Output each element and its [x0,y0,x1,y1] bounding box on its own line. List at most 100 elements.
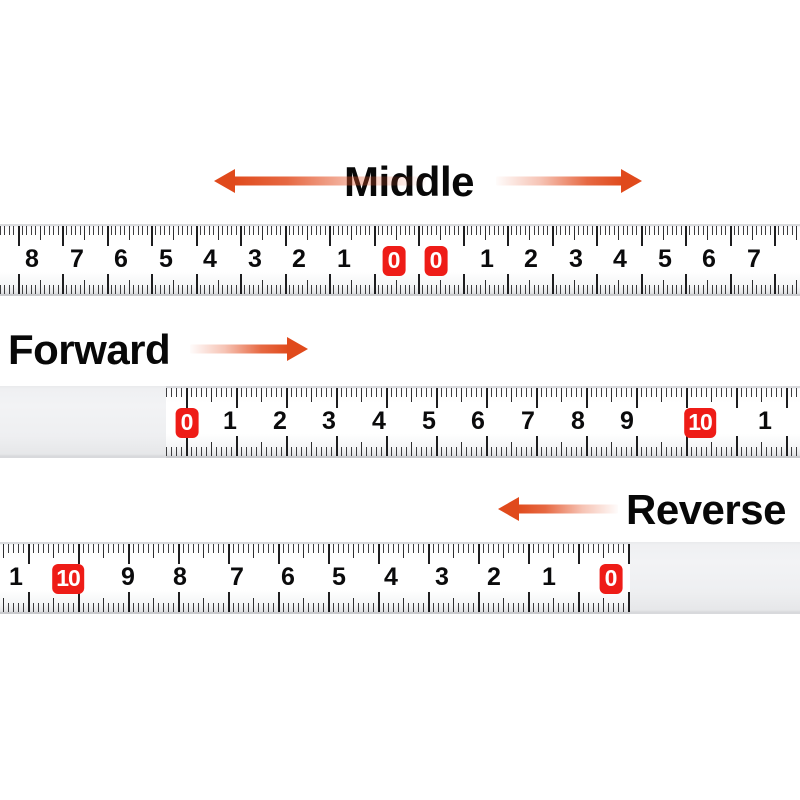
ruler-tick [662,280,664,294]
ruler-tick [511,442,512,456]
ruler-tick [542,226,544,235]
ruler-tick [556,388,557,397]
ruler-tick [108,544,109,553]
ruler-tick [257,226,259,235]
ruler-tick [491,388,492,397]
ruler-tick [551,388,552,397]
ruler-tick [462,226,465,246]
ruler-tick [333,226,335,235]
ruler-tick [406,388,407,397]
ruler-tick [449,226,451,235]
label-forward: Forward [8,326,171,373]
ruler-tick [318,603,319,612]
ruler-number: 7 [521,407,535,435]
ruler-tick [707,280,709,294]
arrow-middle-left-icon [214,169,426,193]
ruler-tick [226,388,227,397]
ruler-tick [341,388,342,397]
ruler-tick [360,285,362,294]
ruler-tick [329,226,331,246]
ruler-tick [721,447,722,456]
ruler-tick [188,603,189,612]
ruler-tick [382,226,384,235]
ruler-tick [138,544,139,553]
ruler-tick [226,226,228,235]
ruler-number: 4 [203,245,217,273]
ruler-tick [716,447,717,456]
ruler-tick [671,226,673,235]
ruler-tick [440,280,442,294]
ruler-tick [341,447,342,456]
ruler-tick [507,274,509,294]
ruler-tick [333,603,334,612]
ruler-tick [456,388,457,397]
ruler-tick [266,447,267,456]
ruler-tick [168,226,170,235]
ruler-tick [600,285,602,294]
ruler-tick [293,603,294,612]
ruler-tick [747,226,749,235]
ruler-tick [426,447,427,456]
ruler-number: 9 [620,407,634,435]
ruler-tick [711,388,712,402]
ruler-tick [621,388,622,397]
ruler-tick [588,544,589,553]
ruler-tick [781,447,782,456]
ruler-tick [271,388,272,397]
ruler-tick [271,285,273,294]
ruler-tick [276,388,277,397]
ruler-edge-bottom [0,294,800,296]
ruler-tick [751,388,752,397]
ruler-tick [231,447,232,456]
ruler-tick [258,544,259,553]
arrow-shaft [496,176,623,186]
ruler-tick [558,603,559,612]
ruler-tick [195,274,198,294]
ruler-tick [328,592,330,612]
ruler-tick [216,447,217,456]
ruler-tick [765,226,767,235]
ruler-tick [524,226,526,235]
ruler-tick [44,285,46,294]
ruler-tick [118,603,119,612]
ruler-tick [711,285,713,294]
ruler-tick [238,544,239,553]
ruler-number-highlighted: 10 [684,408,716,438]
ruler-number: 5 [159,245,173,273]
ruler-tick [3,544,4,558]
ruler-tick [323,544,324,553]
ruler-tick [123,603,124,612]
ruler-tick [13,285,15,294]
ruler-tick [191,447,192,456]
ruler-tick [476,388,477,397]
ruler-tick [306,280,308,294]
ruler-tick [435,285,437,294]
ruler-tick [471,447,472,456]
ruler-tick [526,388,527,397]
ruler-tick [393,603,394,612]
ruler-tick [548,603,549,612]
ruler-tick [781,388,782,397]
ruler-tick [462,274,465,294]
ruler-tick [366,447,367,456]
ruler-tick [576,388,577,397]
ruler-tick [613,603,614,612]
ruler-tick [176,388,177,397]
ruler-tick [336,388,338,408]
ruler-tick [115,285,117,294]
ruler-tick [171,388,172,397]
ruler-tick [253,544,254,558]
ruler-tick [466,447,467,456]
ruler-tick [343,544,344,553]
ruler-tick [796,447,797,456]
ruler-tick [782,226,784,235]
ruler-tick [573,226,575,240]
ruler-tick [183,603,184,612]
ruler-edge-bottom [0,612,800,614]
ruler-tick [791,285,793,294]
ruler-tick [449,285,451,294]
ruler-tick [331,388,332,397]
ruler-tick [248,544,249,553]
ruler-tick [541,447,542,456]
